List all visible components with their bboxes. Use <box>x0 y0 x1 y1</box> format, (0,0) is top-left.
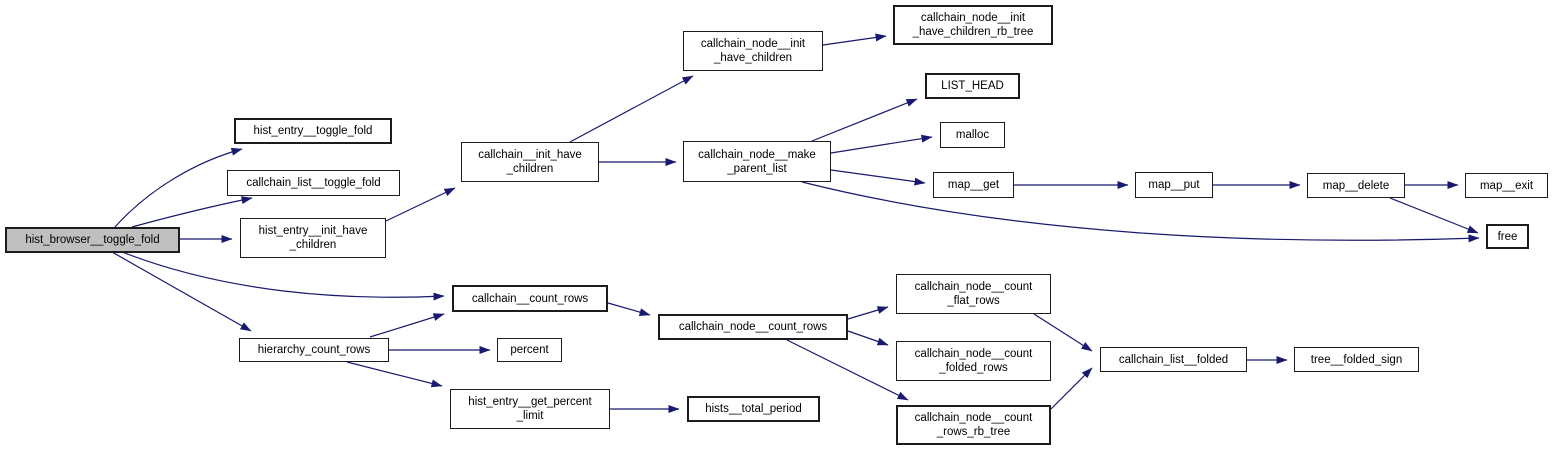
edge-hist_entry__init_have_children--callchain__init_have_children <box>385 187 456 222</box>
edge-hist_browser__toggle_fold--hierarchy_count_rows <box>111 251 252 332</box>
node-hist_entry__toggle_fold[interactable]: hist_entry__toggle_fold <box>234 118 392 144</box>
node-callchain_node__make_parent_list[interactable]: callchain_node__make _parent_list <box>683 141 831 182</box>
edge-callchain_node__count_rows_rb_tree--callchain_list__folded <box>1050 367 1093 410</box>
node-hist_entry__get_percent_limit[interactable]: hist_entry__get_percent _limit <box>450 389 610 429</box>
edge-callchain_node__make_parent_list--map__get <box>830 169 926 186</box>
edge-callchain_node__make_parent_list--LIST_HEAD <box>811 98 918 142</box>
node-callchain_list__folded[interactable]: callchain_list__folded <box>1100 347 1247 372</box>
edge-map__delete--free <box>1389 197 1479 234</box>
node-map__get[interactable]: map__get <box>933 172 1014 198</box>
edge-callchain_node__init_have_children--callchain_node__init_have_children_rb_tree <box>822 33 887 46</box>
edge-hist_browser__toggle_fold--callchain__count_rows <box>121 251 445 301</box>
node-hists__total_period[interactable]: hists__total_period <box>687 396 820 422</box>
edge-callchain_node__make_parent_list--malloc <box>830 134 933 154</box>
node-tree__folded_sign[interactable]: tree__folded_sign <box>1294 347 1419 372</box>
edge-callchain_node__count_rows--callchain_node__count_folded_rows <box>847 330 889 346</box>
edge-callchain_node__count_flat_rows--callchain_list__folded <box>1033 313 1093 352</box>
node-callchain_node__count_rows_rb_tree[interactable]: callchain_node__count _rows_rb_tree <box>896 405 1051 445</box>
edges-group <box>111 33 1480 413</box>
node-callchain__count_rows[interactable]: callchain__count_rows <box>452 285 608 312</box>
node-LIST_HEAD[interactable]: LIST_HEAD <box>925 73 1020 99</box>
node-percent[interactable]: percent <box>497 338 562 362</box>
node-free[interactable]: free <box>1486 224 1529 249</box>
edge-hierarchy_count_rows--hist_entry__get_percent_limit <box>346 361 443 388</box>
edge-callchain_node__make_parent_list--free <box>801 181 1480 243</box>
node-callchain_node__init_have_children_rb_tree[interactable]: callchain_node__init _have_children_rb_t… <box>893 5 1053 45</box>
node-callchain__init_have_children[interactable]: callchain__init_have _children <box>461 142 599 182</box>
node-malloc[interactable]: malloc <box>940 122 1005 148</box>
node-callchain_node__count_flat_rows[interactable]: callchain_node__count _flat_rows <box>896 274 1051 314</box>
node-callchain_list__toggle_fold[interactable]: callchain_list__toggle_fold <box>227 170 400 196</box>
edge-callchain__init_have_children--callchain_node__init_have_children <box>569 75 694 143</box>
node-hierarchy_count_rows[interactable]: hierarchy_count_rows <box>239 338 389 362</box>
edge-hist_browser__toggle_fold--hist_entry__toggle_fold <box>114 147 243 228</box>
node-map__exit[interactable]: map__exit <box>1465 173 1548 198</box>
node-callchain_node__init_have_children[interactable]: callchain_node__init _have_children <box>683 31 823 71</box>
node-hist_entry__init_have_children[interactable]: hist_entry__init_have _children <box>240 218 386 258</box>
node-map__put[interactable]: map__put <box>1135 172 1213 198</box>
node-callchain_node__count_folded_rows[interactable]: callchain_node__count _folded_rows <box>896 341 1051 381</box>
edge-hist_browser__toggle_fold--callchain_list__toggle_fold <box>131 196 253 228</box>
edge-hierarchy_count_rows--callchain__count_rows <box>369 313 445 338</box>
edge-callchain__count_rows--callchain_node__count_rows <box>607 302 651 316</box>
node-map__delete[interactable]: map__delete <box>1307 173 1405 198</box>
edge-callchain_node__count_rows--callchain_node__count_rows_rb_tree <box>786 339 909 401</box>
edge-callchain_node__count_rows--callchain_node__count_flat_rows <box>847 306 889 320</box>
node-hist_browser__toggle_fold: hist_browser__toggle_fold <box>5 227 180 253</box>
node-callchain_node__count_rows[interactable]: callchain_node__count_rows <box>658 314 848 340</box>
